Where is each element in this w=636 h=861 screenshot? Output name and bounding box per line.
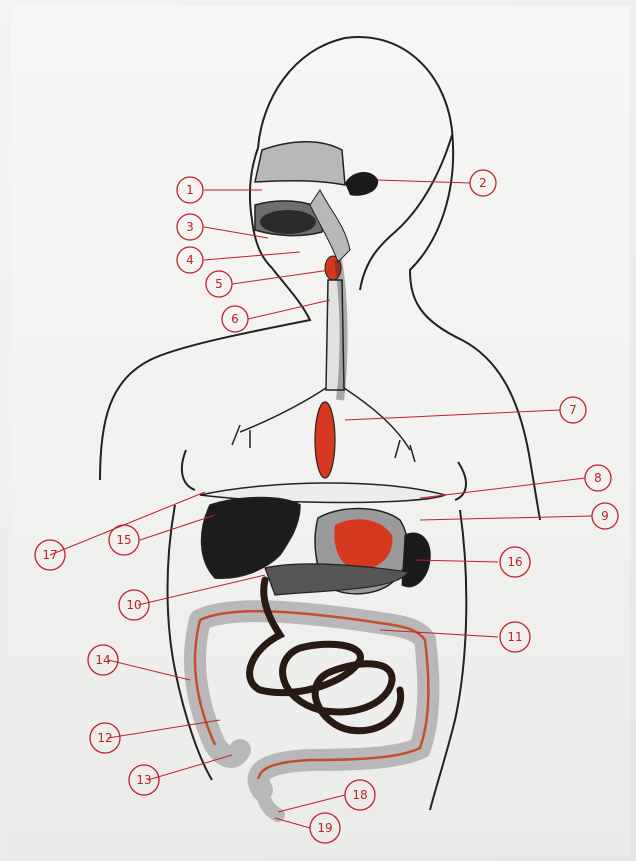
svg-text:11: 11 — [507, 630, 522, 644]
label-8: 8 — [585, 465, 611, 491]
label-10: 10 — [119, 590, 149, 620]
svg-text:15: 15 — [116, 533, 131, 547]
svg-text:5: 5 — [215, 277, 223, 291]
esophagus-red-segment — [315, 402, 335, 478]
svg-text:3: 3 — [186, 220, 194, 234]
pancreas — [265, 564, 408, 595]
svg-text:2: 2 — [479, 176, 487, 190]
label-3: 3 — [177, 214, 203, 240]
leader-lines — [50, 180, 592, 828]
svg-text:4: 4 — [186, 253, 194, 267]
salivary-gland — [345, 172, 378, 196]
svg-text:17: 17 — [42, 548, 57, 562]
label-11: 11 — [500, 622, 530, 652]
nasal-cavity — [255, 142, 345, 185]
head-structures — [255, 142, 378, 280]
label-4: 4 — [177, 247, 203, 273]
svg-text:12: 12 — [97, 731, 112, 745]
label-1: 1 — [177, 177, 203, 203]
svg-text:10: 10 — [126, 598, 141, 612]
large-intestine — [195, 611, 428, 790]
label-19: 19 — [310, 813, 340, 843]
svg-text:9: 9 — [601, 509, 609, 523]
svg-text:8: 8 — [594, 471, 602, 485]
tongue — [260, 210, 316, 234]
svg-text:6: 6 — [231, 312, 239, 326]
svg-text:7: 7 — [569, 403, 577, 417]
label-16: 16 — [500, 547, 530, 577]
svg-text:18: 18 — [352, 788, 367, 802]
label-6: 6 — [222, 306, 248, 332]
svg-text:19: 19 — [317, 821, 332, 835]
svg-text:14: 14 — [95, 653, 110, 667]
label-2: 2 — [470, 170, 496, 196]
svg-text:1: 1 — [186, 183, 194, 197]
svg-text:13: 13 — [136, 773, 151, 787]
label-18: 18 — [345, 780, 375, 810]
label-5: 5 — [206, 271, 232, 297]
label-7: 7 — [560, 397, 586, 423]
label-9: 9 — [592, 503, 618, 529]
label-13: 13 — [129, 765, 159, 795]
label-12: 12 — [90, 723, 120, 753]
label-15: 15 — [109, 525, 139, 555]
label-14: 14 — [88, 645, 118, 675]
label-17: 17 — [35, 540, 65, 570]
svg-text:16: 16 — [507, 555, 522, 569]
